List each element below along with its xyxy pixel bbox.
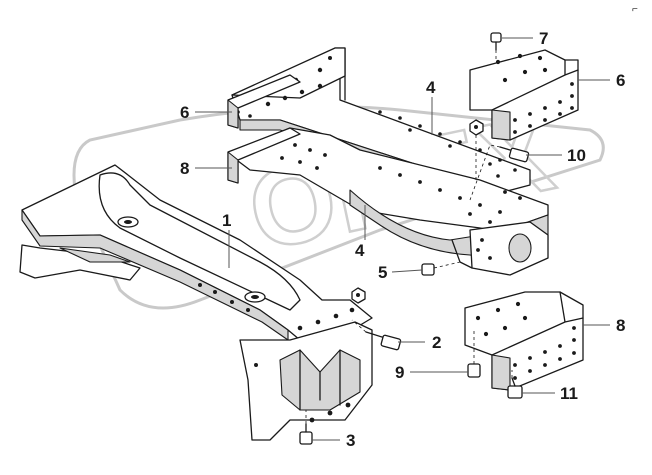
bolt-7 — [490, 32, 502, 51]
nut-upper — [469, 119, 484, 136]
part-8-right-bracket — [464, 291, 584, 391]
callout-9: 9 — [395, 363, 404, 382]
callout-3: 3 — [346, 431, 355, 450]
part-6-left-bracket — [227, 74, 301, 129]
part-4-lower-plate — [229, 127, 549, 276]
callout-4-upper: 4 — [426, 78, 436, 97]
bolt-5 — [421, 263, 435, 276]
part-6-right-bracket — [469, 49, 579, 141]
bolt-10 — [499, 146, 530, 163]
bolt-9 — [467, 363, 481, 378]
callout-8-left: 8 — [180, 159, 189, 178]
part-4-upper-plate — [231, 47, 531, 206]
callout-4-lower: 4 — [355, 241, 365, 260]
part-8-left-bracket — [227, 127, 301, 184]
leader-lines — [195, 37, 610, 441]
callout-6-right: 6 — [616, 71, 625, 90]
callout-labels: 1 2 3 4 4 5 6 6 7 8 8 9 10 11 — [180, 29, 625, 450]
bolt-11 — [507, 377, 523, 399]
callout-11: 11 — [560, 384, 578, 403]
callout-2: 2 — [432, 333, 441, 352]
assembly-lines — [305, 50, 513, 424]
nut-middle — [351, 287, 366, 304]
callout-1: 1 — [222, 211, 231, 230]
corner-mark: ⌐ — [632, 4, 638, 15]
callout-10: 10 — [567, 146, 586, 165]
callout-5: 5 — [378, 263, 387, 282]
part-1-cross-beam — [19, 164, 373, 441]
bolt-3 — [299, 423, 313, 445]
callout-8-right: 8 — [616, 316, 625, 335]
bolt-2 — [365, 331, 402, 351]
callout-7: 7 — [539, 29, 548, 48]
callout-6-left: 6 — [180, 103, 189, 122]
